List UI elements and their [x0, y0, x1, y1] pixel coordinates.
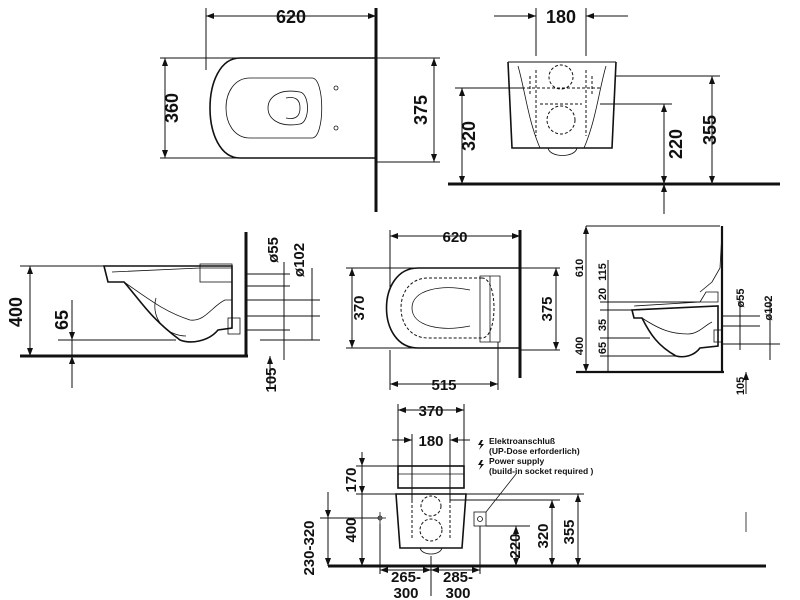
dim-text: 375: [539, 296, 556, 321]
side-left-view: 400 65 ø55 ø102 105: [6, 232, 320, 393]
note-de-1: Elektroanschluß: [489, 436, 555, 446]
inlet-circle: [419, 518, 443, 542]
inlet-circle: [546, 105, 576, 135]
arrow-icon: [661, 104, 667, 184]
arrow-icon: [575, 494, 581, 566]
dim-text: 20: [597, 288, 609, 300]
socket-icon: [477, 516, 483, 522]
dim-text: 220: [507, 533, 524, 558]
dim-text: 400: [6, 297, 26, 327]
top-plan-view: 620 360 375: [160, 7, 440, 212]
bowl-base: [419, 547, 443, 555]
lightning-icon: [478, 440, 484, 450]
seat-lid-block: [479, 275, 501, 343]
dim-text: 265-: [391, 569, 421, 586]
dim-text: 515: [431, 377, 456, 394]
dim-text: ø102: [763, 295, 775, 320]
outlet-pipe: [713, 329, 723, 343]
arrow-icon: [743, 372, 749, 380]
dim-text: 610: [574, 259, 586, 277]
dim-text: 105: [735, 377, 747, 395]
dim-text: 300: [445, 585, 470, 600]
arrow-icon: [549, 500, 555, 566]
bowl-front: [395, 493, 467, 549]
arrow-icon: [380, 567, 480, 573]
note-en-1: Power supply: [489, 456, 545, 466]
bowl-side: [102, 265, 233, 343]
dim-text: 300: [393, 585, 418, 600]
bowl-inner: [285, 97, 301, 119]
leader-line: [485, 473, 517, 513]
arrow-icon: [69, 332, 75, 364]
dim-text: 180: [546, 7, 576, 27]
dim-text: 620: [442, 229, 467, 246]
dim-text: 320: [459, 121, 479, 151]
dim-text: 370: [351, 295, 368, 320]
socket-box: [473, 511, 487, 527]
power-notes: Elektroanschluß (UP-Dose erforderlich) P…: [478, 436, 594, 476]
dim-text: 320: [535, 523, 552, 548]
bowl-opening: [267, 90, 308, 126]
bowl-side: [630, 305, 719, 358]
dim-text: 285-: [443, 569, 473, 586]
bowl-base: [547, 147, 578, 156]
bowl-front: [507, 61, 617, 149]
trap-line: [641, 317, 713, 335]
top-front-view: 180 320 220 355: [448, 7, 780, 214]
arrow-icon: [359, 558, 365, 566]
bowl-rim: [225, 77, 323, 139]
dim-text: 65: [52, 310, 72, 330]
bowl-outline: [209, 57, 376, 159]
dim-text: ø102: [291, 243, 308, 277]
note-en-2: (build-in socket required ): [489, 466, 594, 476]
dim-text: 360: [162, 93, 182, 123]
lid-line: [699, 231, 723, 293]
mid-plan-view: 620 370 375 515: [346, 229, 560, 394]
note-de-2: (UP-Dose erforderlich): [489, 446, 580, 456]
dim-text: 355: [700, 115, 720, 145]
dim-text: 620: [276, 7, 306, 27]
dim-text: 400: [574, 337, 586, 355]
dim-text: 115: [597, 263, 609, 281]
dim-text: 400: [343, 517, 360, 542]
lightning-icon: [478, 460, 484, 470]
dim-text: 35: [597, 319, 609, 331]
dim-text: 375: [411, 95, 431, 125]
arrow-icon: [359, 458, 365, 494]
dim-text: ø55: [735, 289, 747, 308]
seat-line: [111, 267, 232, 273]
dim-text: 180: [418, 433, 443, 450]
dim-text: 170: [343, 467, 360, 492]
arrow-icon: [661, 184, 667, 192]
fixing-hole: [333, 125, 339, 131]
arrow-icon: [513, 526, 519, 566]
dim-text: ø55: [265, 237, 282, 263]
dim-text: 220: [666, 129, 686, 159]
bowl-outline: [385, 267, 520, 349]
outlet-circle: [548, 64, 574, 90]
hinge-block: [199, 263, 233, 283]
outlet-pipe: [227, 317, 241, 335]
side-right-view: 610 115 20 35 400 65 ø55 ø102 105: [574, 225, 780, 395]
bowl-side: [517, 65, 607, 149]
trap-inner: [154, 297, 187, 337]
bottom-front-view: 370 180 170 400 230-320 220 320: [301, 403, 766, 600]
dim-text: 355: [561, 519, 578, 544]
outlet-circle: [420, 495, 442, 517]
dim-text: 230-320: [301, 520, 318, 575]
trap-line: [123, 281, 232, 321]
arrow-icon: [398, 407, 464, 413]
seat-unit: [397, 465, 465, 489]
dim-text: 370: [418, 403, 443, 420]
arrow-icon: [267, 356, 273, 364]
arrow-icon: [349, 268, 355, 348]
fixing-hole: [333, 85, 339, 91]
dim-text: 105: [263, 367, 280, 392]
seat-line: [633, 291, 719, 307]
bowl-opening: [411, 287, 471, 329]
dim-text: 65: [597, 342, 609, 354]
